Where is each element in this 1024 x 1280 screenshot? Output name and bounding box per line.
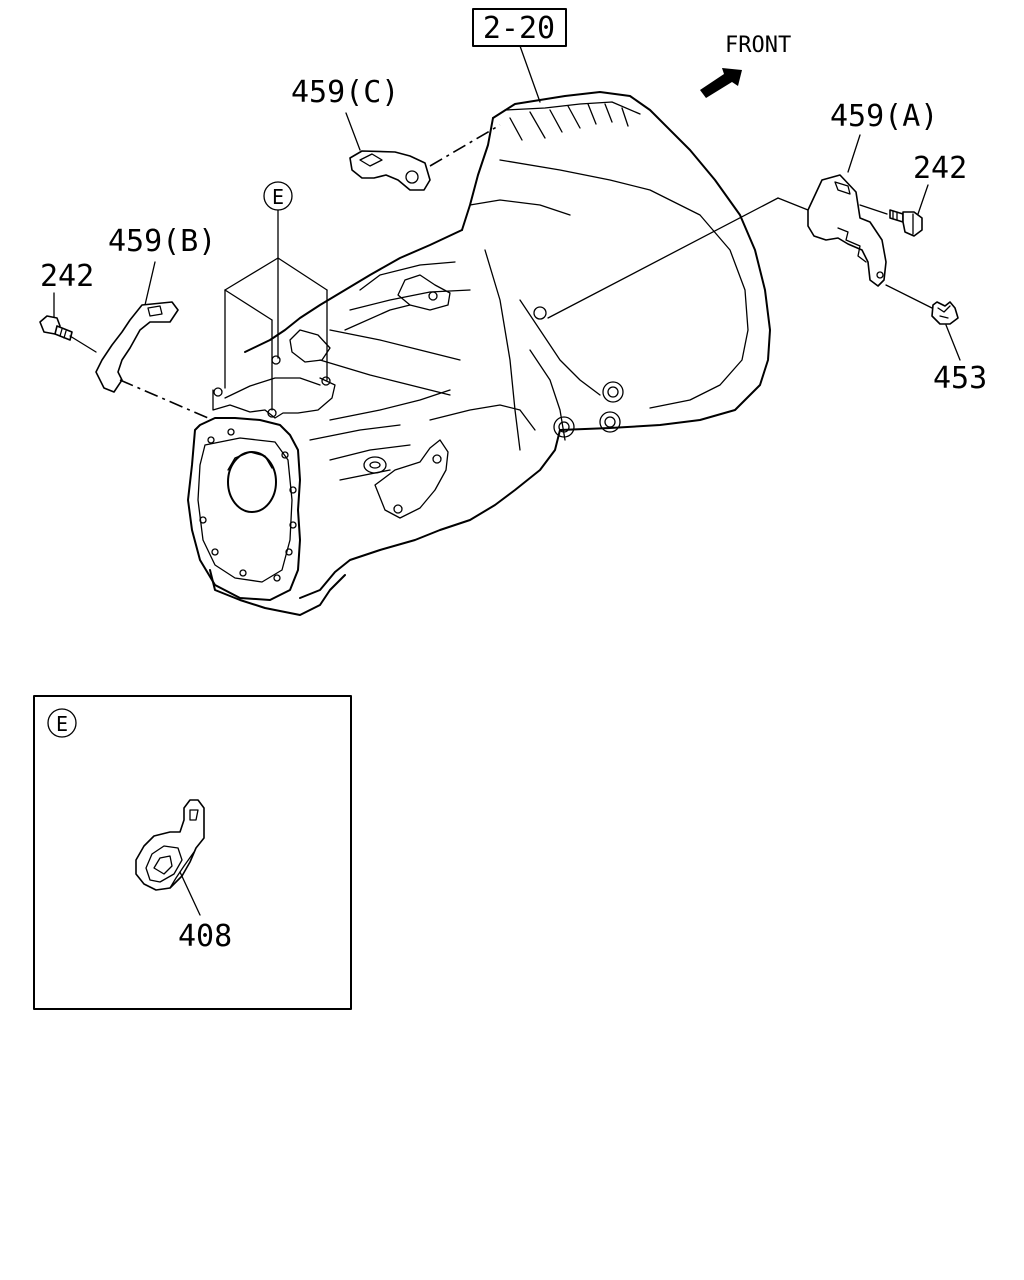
bracket-459c-hole [405,170,419,184]
reference-box[interactable]: 2-20 [472,8,567,47]
bracket-459b[interactable] [95,301,179,393]
leader-242-right-mount [859,204,888,215]
reference-label: 2-20 [483,11,555,46]
callout-459c: 459(C) [291,75,399,110]
leader-453 [945,324,961,361]
detail-e-callout[interactable]: E [263,181,293,211]
leader-242-right [917,184,929,215]
reference-leader [519,45,541,103]
bracket-459c-slot [359,153,383,167]
leader-459b-mount [119,379,209,419]
detail-e-leaders [224,209,328,411]
leader-459a-mount [547,197,779,319]
callout-408: 408 [178,919,232,954]
bracket-459b-slot [147,305,163,317]
callout-242-left: 242 [40,259,94,294]
bracket-459a-hole [876,271,884,279]
callout-459a: 459(A) [830,99,938,134]
leader-459b [144,261,156,306]
callout-459b: 459(B) [108,224,216,259]
front-direction-label: FRONT [725,33,791,58]
leader-453-mount [885,284,937,311]
clip-453[interactable] [931,301,959,325]
bolt-242-left[interactable] [39,315,97,353]
callout-242-right: 242 [913,151,967,186]
leader-459c-mount [429,124,501,167]
detail-e-marker: E [272,185,284,209]
bracket-459a-slot [834,181,851,195]
callout-453: 453 [933,361,987,396]
leader-459a [847,134,861,173]
transmission-assembly [187,91,771,616]
bolt-242-right[interactable] [889,209,923,237]
bracket-459a-step [837,227,867,263]
bracket-459c[interactable] [349,150,431,191]
clamp-408[interactable] [135,799,205,891]
front-arrow-icon [700,68,742,98]
leader-408 [179,871,201,916]
detail-e-box-marker: E [56,712,68,736]
bracket-459a[interactable] [807,174,887,287]
detail-e-box: E 408 [33,695,352,1010]
leader-459c [345,112,361,151]
